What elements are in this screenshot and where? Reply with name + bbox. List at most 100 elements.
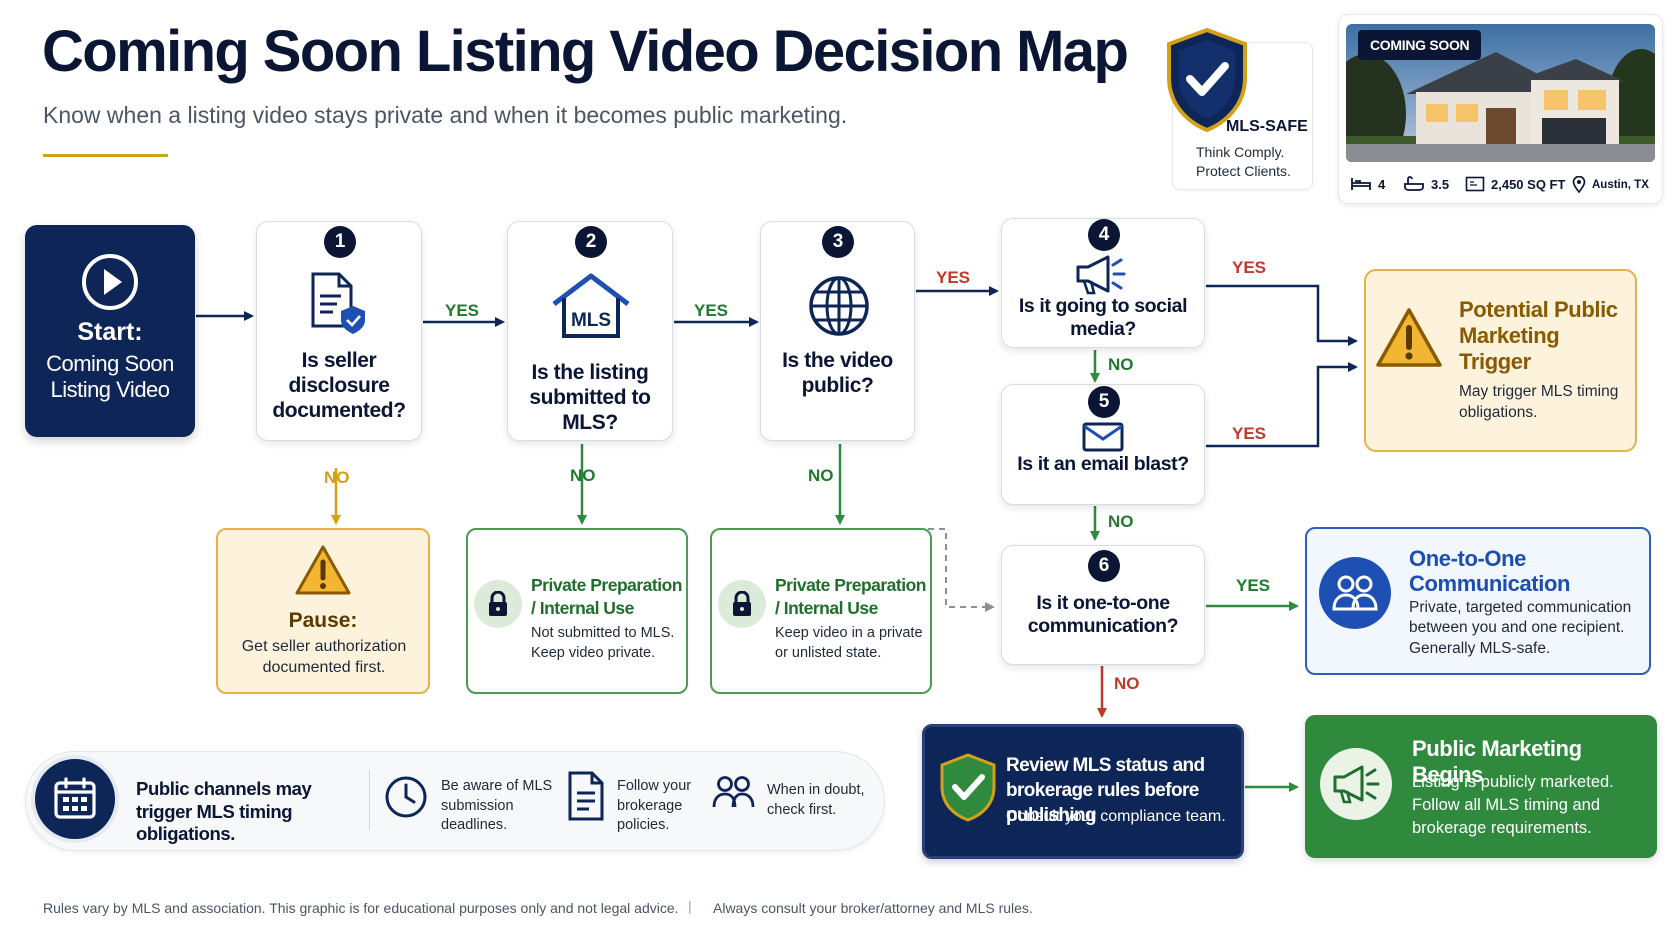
yes-label-q4: YES xyxy=(1232,258,1267,277)
shield-check-icon xyxy=(940,753,996,822)
policy-document-icon xyxy=(568,771,604,821)
tip-brokerage: Follow your brokerage policies. xyxy=(617,778,692,834)
badge-tagline-1: Think Comply. xyxy=(1196,144,1285,160)
lock-badge xyxy=(718,580,766,628)
baths-stat: 3.5 xyxy=(1403,176,1449,192)
calendar-icon xyxy=(54,777,96,819)
one2one-body: Private, targeted communication between … xyxy=(1409,599,1632,657)
bar-divider xyxy=(369,770,370,830)
public-marketing-body: Listing is publicly marketed. Follow all… xyxy=(1412,773,1614,838)
public-marketing-title: Public Marketing Begins xyxy=(1412,736,1582,787)
start-subtitle: Coming Soon Listing Video xyxy=(46,351,174,402)
lock-icon xyxy=(489,591,507,616)
question-3-text: Is the video public? xyxy=(782,349,893,398)
people-icon xyxy=(1332,575,1378,611)
reminder-bar xyxy=(25,751,885,851)
baths-value: 3.5 xyxy=(1431,176,1450,192)
clock-icon xyxy=(385,776,427,818)
no-label-q6: NO xyxy=(1114,674,1140,693)
step-number-1: 1 xyxy=(324,226,356,258)
start-node xyxy=(25,225,195,437)
yes-label-q6: YES xyxy=(1236,576,1271,595)
pause-body: Get seller authorization documented firs… xyxy=(241,638,407,676)
map-pin-icon xyxy=(1572,176,1586,193)
pause-outcome: Pause: Get seller authorization document… xyxy=(216,528,430,694)
shield-check-icon xyxy=(1167,27,1247,133)
step-number-4: 4 xyxy=(1088,219,1120,251)
no-label-q1: NO xyxy=(324,468,350,487)
tip-deadlines: Be aware of MLS submission deadlines. xyxy=(441,778,553,834)
email-icon xyxy=(1082,422,1124,452)
no-label-q4: NO xyxy=(1108,355,1134,374)
question-1-text: Is seller disclosure documented? xyxy=(272,349,406,423)
page-subtitle: Know when a listing video stays private … xyxy=(43,102,848,128)
play-icon xyxy=(82,254,138,310)
trigger-body: May trigger MLS timing obligations. xyxy=(1459,383,1619,421)
yes-label-q2: YES xyxy=(694,301,729,320)
bath-icon xyxy=(1404,176,1424,191)
sqft-value: 2,450 SQ FT xyxy=(1491,176,1566,192)
start-title: Start: xyxy=(77,318,143,346)
svg-text:MLS: MLS xyxy=(571,310,611,331)
badge-tagline-2: Protect Clients. xyxy=(1196,163,1291,179)
house-mls-icon: MLS xyxy=(552,273,630,338)
footer-disclaimer: Rules vary by MLS and association. This … xyxy=(43,900,679,916)
connector-private-q6 xyxy=(928,528,995,612)
question-5-text: Is it an email blast? xyxy=(1017,453,1189,475)
beds-value: 4 xyxy=(1378,176,1386,192)
no-label-q2: NO xyxy=(570,466,596,485)
question-4-node: 4 Is it going to social media? xyxy=(1001,218,1205,348)
private-title-1: Private Preparation / Internal Use xyxy=(531,575,682,618)
question-1-node: 1 Is seller disclosure documented? xyxy=(256,221,422,441)
warning-icon xyxy=(295,545,351,595)
private-preparation-outcome-1: Private Preparation / Internal Use Not s… xyxy=(466,528,688,694)
question-6-node: 6 Is it one-to-one communication? xyxy=(1001,545,1205,665)
people-badge xyxy=(1319,557,1391,629)
footer-separator: | xyxy=(688,898,692,914)
question-6-text: Is it one-to-one communication? xyxy=(1027,592,1179,638)
location-stat: Austin, TX xyxy=(1572,176,1649,193)
globe-icon xyxy=(809,276,869,336)
no-label-q3: NO xyxy=(808,466,834,485)
question-2-text: Is the listing submitted to MLS? xyxy=(529,361,651,435)
review-title: Review MLS status and brokerage rules be… xyxy=(1006,755,1205,827)
private-title-2: Private Preparation / Internal Use xyxy=(775,575,926,618)
house-photo xyxy=(1346,24,1655,162)
trigger-title: Potential Public Marketing Trigger xyxy=(1459,297,1618,374)
yes-label-q5: YES xyxy=(1232,424,1267,443)
step-number-6: 6 xyxy=(1088,550,1120,582)
step-number-5: 5 xyxy=(1088,386,1120,418)
one2one-title: One-to-One Communication xyxy=(1409,546,1571,597)
megaphone-icon xyxy=(1076,255,1126,295)
megaphone-badge xyxy=(1320,748,1392,820)
calendar-badge xyxy=(31,755,119,843)
question-5-node: 5 Is it an email blast? xyxy=(1001,384,1205,505)
question-4-text: Is it going to social media? xyxy=(1018,295,1188,341)
sqft-stat: 2,450 SQ FT xyxy=(1465,176,1565,192)
page-title: Coming Soon Listing Video Decision Map xyxy=(42,19,1129,84)
question-2-node: 2 MLS Is the listing submitted to MLS? xyxy=(507,221,673,441)
reminder-main-text: Public channels may trigger MLS timing o… xyxy=(136,778,312,845)
lock-icon xyxy=(733,591,751,616)
coming-soon-tag: COMING SOON xyxy=(1358,30,1482,60)
megaphone-icon xyxy=(1333,765,1380,804)
yes-label-q1: YES xyxy=(445,301,480,320)
people-icon xyxy=(712,776,755,808)
yes-label-q3: YES xyxy=(936,268,971,287)
connector-q4-trigger xyxy=(1206,284,1358,346)
step-number-3: 3 xyxy=(822,226,854,258)
warning-icon xyxy=(1376,308,1442,367)
bed-icon xyxy=(1351,178,1371,190)
footer-consult: Always consult your broker/attorney and … xyxy=(713,900,1033,916)
tip-check-first: When in doubt, check first. xyxy=(767,782,865,818)
location-value: Austin, TX xyxy=(1592,178,1649,191)
review-body: Consult your compliance team. xyxy=(1006,808,1226,825)
no-label-q5: NO xyxy=(1108,512,1134,531)
title-underline xyxy=(43,154,168,157)
pause-title: Pause: xyxy=(288,609,358,632)
beds-stat: 4 xyxy=(1350,176,1385,192)
lock-badge xyxy=(474,580,522,628)
private-body-2: Keep video in a private or unlisted stat… xyxy=(775,625,923,661)
step-number-2: 2 xyxy=(575,226,607,258)
private-body-1: Not submitted to MLS. Keep video private… xyxy=(531,625,675,661)
